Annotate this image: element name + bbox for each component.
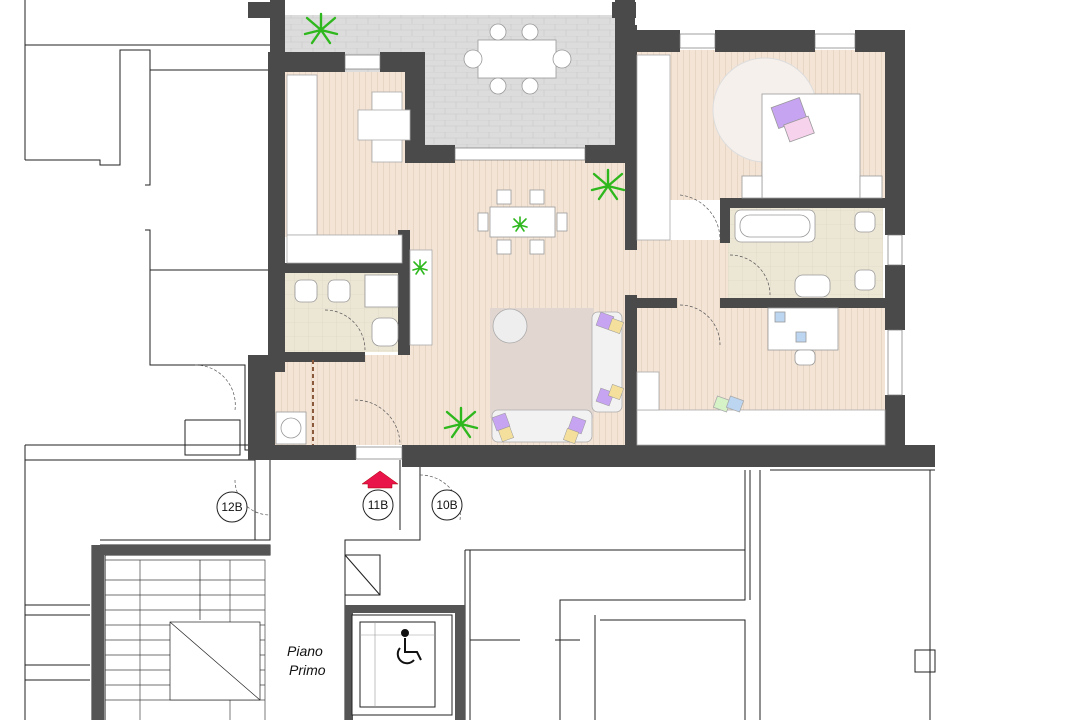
bathroom-fixtures-left: [294, 274, 399, 347]
unit-label: 11B: [368, 498, 388, 512]
floor-label-line2: Primo: [289, 662, 326, 678]
unit-marker-11B[interactable]: 11B: [362, 489, 394, 521]
elevator: [351, 614, 453, 716]
washing-machine: [275, 411, 307, 445]
wardrobe-left: [636, 54, 671, 241]
plant-icon: [303, 12, 339, 45]
kitchen-counter: [286, 74, 411, 264]
lift-wall-right: [455, 605, 465, 720]
core-wall: [92, 545, 270, 555]
entrance-arrow-icon: [361, 470, 399, 489]
staircase: [105, 559, 266, 720]
tv-cabinet: [409, 249, 433, 346]
floor-label-line1: Piano: [287, 643, 323, 659]
unit-label: 12B: [221, 500, 242, 514]
plant-icon: [412, 216, 528, 275]
wheelchair-icon: [396, 629, 422, 665]
plant-icon: [443, 406, 479, 439]
unit-marker-10B[interactable]: 10B: [431, 489, 463, 521]
plant-icon: [590, 168, 626, 201]
desk: [767, 307, 839, 366]
windows: [344, 33, 903, 460]
unit-label: 10B: [436, 498, 457, 512]
wardrobe-bottom: [636, 371, 886, 446]
cushions: [491, 311, 625, 445]
bed: [741, 93, 883, 199]
lift-wall-left: [345, 605, 353, 720]
unit-marker-12B[interactable]: 12B: [216, 491, 248, 523]
dining-table: [477, 189, 568, 255]
shaft-cross: [344, 554, 381, 596]
lift-wall: [345, 605, 465, 613]
terrace-table: [463, 23, 572, 95]
bathroom-fixtures-right: [734, 209, 876, 298]
core-wall-left: [92, 545, 104, 720]
